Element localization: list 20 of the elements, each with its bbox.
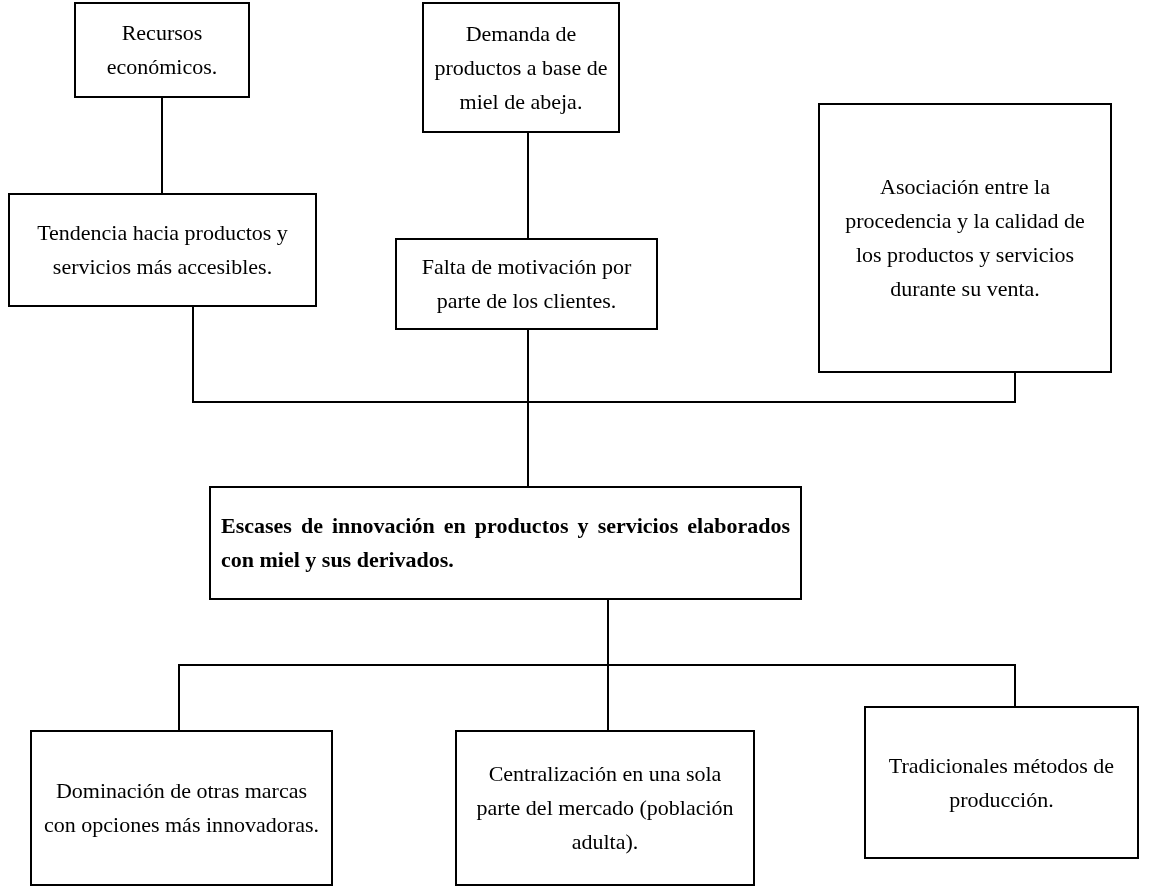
box-text: Dominación de otras marcas con opciones más innovadoras. [43,777,320,839]
box-text: Tradicionales métodos de producción. [887,751,1116,814]
cause-box [864,706,1139,859]
cause-box [30,730,333,886]
box-text: Asociación entre la procedencia y la calidad de los productos y servicios durante su venta. [844,173,1086,303]
connector-line [527,132,529,239]
box-text: Escases de innovación en productos y servicios elaborados con miel y sus derivados. [221,512,790,574]
cause-box [455,730,755,886]
cause-box [422,2,620,133]
box-text: Demanda de productos a base de miel de abeja. [434,19,608,116]
box-text: Tendencia hacia productos y servicios más accesibles. [36,219,289,281]
box-text: Centralización en una sola parte del mercado (población adulta). [475,760,735,856]
box-text: Falta de motivación por parte de los clientes. [420,253,633,315]
cause-box [74,2,250,98]
box-text: Recursos económicos. [105,19,219,81]
cause-box [818,103,1112,373]
cause-box [8,193,317,307]
connector-line [161,97,163,194]
central-problem-box [209,486,802,600]
cause-box [395,238,658,330]
